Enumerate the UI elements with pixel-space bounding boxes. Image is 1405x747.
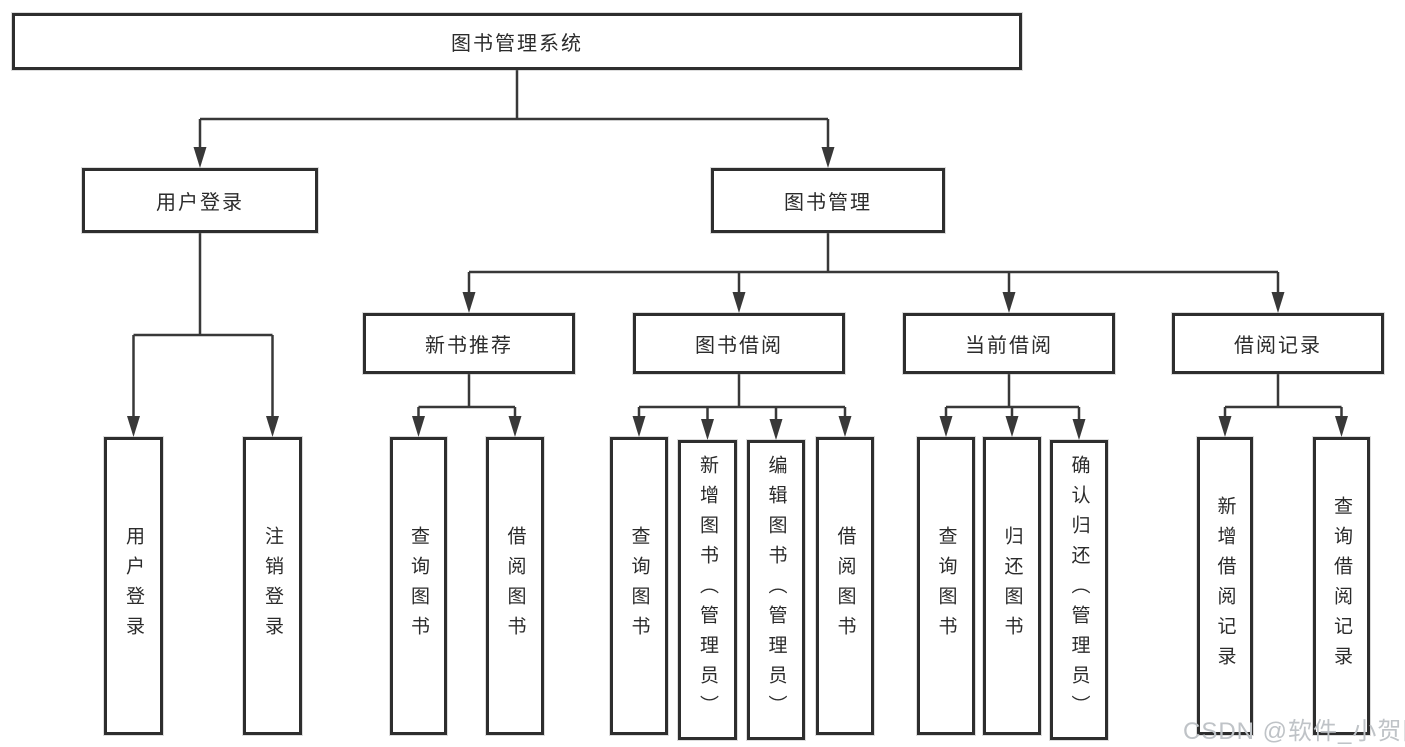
node-current-borrowing: 当前借阅 xyxy=(903,313,1115,374)
node-label: 查询借阅记录 xyxy=(1331,496,1352,676)
csdn-watermark: CSDN @软件_小贺同学 xyxy=(1183,718,1405,745)
leaf-borrow-books-recommend: 借阅图书 xyxy=(486,437,544,735)
node-book-management: 图书管理 xyxy=(711,168,945,233)
node-label: 图书管理 xyxy=(784,192,872,214)
node-label: 查询图书 xyxy=(935,526,957,646)
node-label: 借阅图书 xyxy=(834,526,856,646)
leaf-query-books-current: 查询图书 xyxy=(917,437,975,735)
node-label: 编辑图书（管理员） xyxy=(765,455,787,725)
node-label: 新书推荐 xyxy=(425,335,513,357)
leaf-query-books-borrowing: 查询图书 xyxy=(610,437,668,735)
node-label: 确认归还（管理员） xyxy=(1068,455,1090,725)
leaf-logout: 注销登录 xyxy=(243,437,302,735)
leaf-edit-book-admin: 编辑图书（管理员） xyxy=(747,440,805,740)
node-borrowing-records: 借阅记录 xyxy=(1172,313,1384,374)
node-label: 用户登录 xyxy=(156,192,244,214)
leaf-query-books-recommend: 查询图书 xyxy=(390,437,447,735)
node-user-login: 用户登录 xyxy=(82,168,318,233)
node-label: 借阅记录 xyxy=(1234,335,1322,357)
node-label: 新增借阅记录 xyxy=(1214,496,1236,676)
node-label: 新增图书（管理员） xyxy=(697,455,718,725)
node-label: 当前借阅 xyxy=(965,335,1053,357)
leaf-query-borrow-record: 查询借阅记录 xyxy=(1313,437,1370,735)
node-label: 注销登录 xyxy=(262,526,283,646)
leaf-borrow-books-borrowing: 借阅图书 xyxy=(816,437,874,735)
node-label: 归还图书 xyxy=(1001,526,1023,646)
leaf-confirm-return-admin: 确认归还（管理员） xyxy=(1050,440,1108,740)
node-label: 借阅图书 xyxy=(504,526,526,646)
leaf-add-book-admin: 新增图书（管理员） xyxy=(678,440,737,740)
leaf-add-borrow-record: 新增借阅记录 xyxy=(1197,437,1253,735)
node-label: 查询图书 xyxy=(408,526,429,646)
node-new-book-recommend: 新书推荐 xyxy=(363,313,575,374)
leaf-user-login: 用户登录 xyxy=(104,437,163,735)
node-label: 用户登录 xyxy=(123,526,144,646)
leaf-return-book: 归还图书 xyxy=(983,437,1041,735)
node-label: 查询图书 xyxy=(628,526,650,646)
node-label: 图书管理系统 xyxy=(451,33,583,55)
node-label: 图书借阅 xyxy=(695,335,783,357)
node-book-borrowing: 图书借阅 xyxy=(633,313,845,374)
node-root-library-management-system: 图书管理系统 xyxy=(12,13,1022,70)
